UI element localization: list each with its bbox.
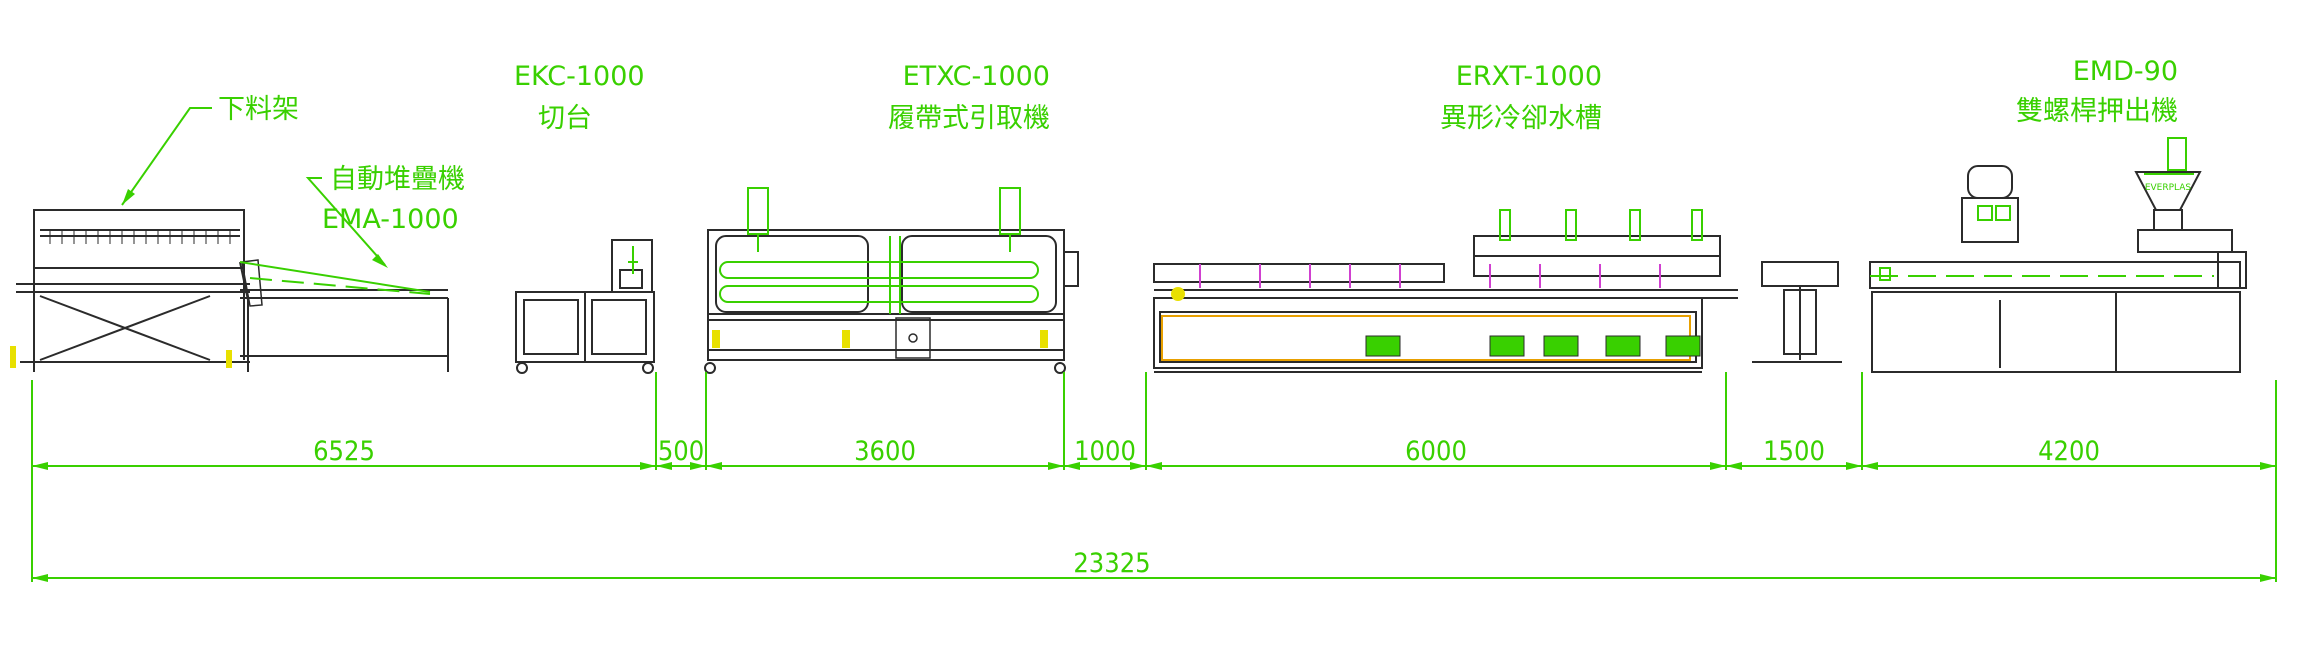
hopper-brand: EVERPLAS bbox=[2145, 183, 2192, 193]
rack-foot-marker bbox=[226, 350, 232, 368]
cutter-label: EKC-1000 切台 bbox=[514, 61, 645, 134]
stacker-label: 自動堆疊機 EMA-1000 bbox=[305, 164, 465, 268]
hauloff-label: ETXC-1000 履帶式引取機 bbox=[888, 61, 1050, 134]
stacker-name: 自動堆疊機 bbox=[330, 164, 465, 195]
hauloff-model: ETXC-1000 bbox=[903, 61, 1050, 92]
extruder-model: EMD-90 bbox=[2073, 56, 2178, 87]
rack-label: 下料架 bbox=[121, 94, 299, 206]
tank-vacuum-valves bbox=[1499, 209, 1703, 241]
stacker-machine bbox=[239, 259, 449, 372]
cutter-blade bbox=[628, 246, 638, 274]
hauloff-marker bbox=[1040, 330, 1048, 348]
tank-marker bbox=[1171, 287, 1185, 301]
dim-rack-stacker: 6525 bbox=[313, 436, 375, 467]
dim-tank-gap: 1500 bbox=[1763, 436, 1825, 467]
tank-name: 異形冷卻水槽 bbox=[1440, 103, 1602, 134]
dim-extruder: 4200 bbox=[2038, 436, 2100, 467]
extruder-hopper bbox=[1879, 137, 2194, 281]
extruder-name: 雙螺桿押出機 bbox=[2016, 96, 2178, 127]
hauloff-marker bbox=[842, 330, 850, 348]
tank-model: ERXT-1000 bbox=[1456, 61, 1602, 92]
rack-name: 下料架 bbox=[218, 94, 299, 125]
cutter-machine bbox=[515, 239, 655, 374]
cutter-model: EKC-1000 bbox=[514, 61, 645, 92]
rack-machine bbox=[16, 209, 250, 372]
dim-hauloff: 3600 bbox=[854, 436, 916, 467]
rack-foot-marker bbox=[10, 346, 16, 368]
dim-hauloff-gap: 1000 bbox=[1074, 436, 1136, 467]
dimension-lines bbox=[31, 372, 2277, 582]
hauloff-tracks bbox=[719, 187, 1039, 314]
extruder-label: EMD-90 雙螺桿押出機 bbox=[2016, 56, 2178, 127]
dim-tank: 6000 bbox=[1405, 436, 1467, 467]
hauloff-machine bbox=[704, 229, 1079, 374]
hauloff-name: 履帶式引取機 bbox=[888, 103, 1050, 134]
dim-total: 23325 bbox=[1073, 548, 1150, 579]
tank-label: ERXT-1000 異形冷卻水槽 bbox=[1440, 61, 1602, 134]
tank-sections bbox=[1199, 264, 1661, 288]
tank-machine bbox=[1153, 235, 1738, 373]
dimension-arrows bbox=[32, 462, 2276, 582]
dim-cutter-gap: 500 bbox=[658, 436, 704, 467]
hauloff-marker bbox=[712, 330, 720, 348]
extruder-machine bbox=[1752, 165, 2247, 373]
cutter-name: 切台 bbox=[538, 103, 592, 134]
stacker-model: EMA-1000 bbox=[322, 204, 459, 235]
stacker-rails bbox=[239, 261, 431, 295]
tank-vacuum-pumps bbox=[1365, 335, 1701, 357]
